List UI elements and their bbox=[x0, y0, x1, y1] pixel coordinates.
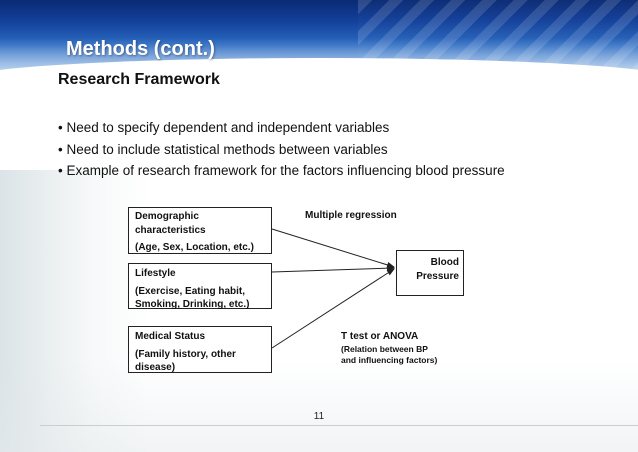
background-fade-decoration bbox=[0, 360, 638, 452]
blood-pressure-label: Blood bbox=[430, 257, 459, 268]
multiple-regression-label: Multiple regression bbox=[305, 210, 397, 221]
bullet-item: Need to include statistical methods betw… bbox=[58, 139, 505, 161]
blood-pressure-box: Blood Pressure bbox=[396, 250, 464, 296]
demographic-title-cont: characteristics bbox=[135, 224, 206, 236]
medical-status-box: Medical Status (Family history, other di… bbox=[128, 326, 272, 373]
medical-status-title: Medical Status bbox=[135, 331, 206, 342]
footer-divider bbox=[40, 425, 638, 426]
page-number: 11 bbox=[313, 411, 325, 422]
arrow-medical-to-bp bbox=[271, 268, 395, 349]
lifestyle-title: Lifestyle bbox=[135, 268, 176, 279]
bullet-item: Example of research framework for the fa… bbox=[58, 160, 504, 182]
ttest-anova-label: T test or ANOVA bbox=[341, 331, 419, 342]
relation-note-cont: and influencing factors) bbox=[341, 355, 438, 365]
lifestyle-details: (Exercise, Eating habit, bbox=[135, 285, 246, 297]
blood-pressure-label-cont: Pressure bbox=[416, 270, 459, 282]
section-subtitle: Research Framework bbox=[58, 71, 220, 88]
bullet-item: Need to specify dependent and independen… bbox=[58, 117, 505, 139]
arrow-lifestyle-to-bp bbox=[271, 265, 395, 273]
bullet-list: Need to specify dependent and independen… bbox=[58, 117, 505, 182]
header-wave-decoration bbox=[0, 58, 638, 102]
demographic-title: Demographic bbox=[135, 211, 199, 222]
demographic-details: (Age, Sex, Location, etc.) bbox=[135, 242, 254, 253]
relation-note: (Relation between BP bbox=[341, 344, 428, 354]
lifestyle-details-cont: Smoking, Drinking, etc.) bbox=[135, 299, 250, 310]
demographic-box: Demographic characteristics (Age, Sex, L… bbox=[128, 207, 272, 254]
arrow-demographic-to-bp bbox=[271, 228, 395, 268]
medical-status-details: (Family history, other bbox=[135, 348, 236, 360]
lifestyle-box: Lifestyle (Exercise, Eating habit, Smoki… bbox=[128, 263, 272, 310]
slide-title: Methods (cont.) bbox=[66, 38, 215, 60]
medical-status-details-cont: disease) bbox=[135, 362, 176, 373]
